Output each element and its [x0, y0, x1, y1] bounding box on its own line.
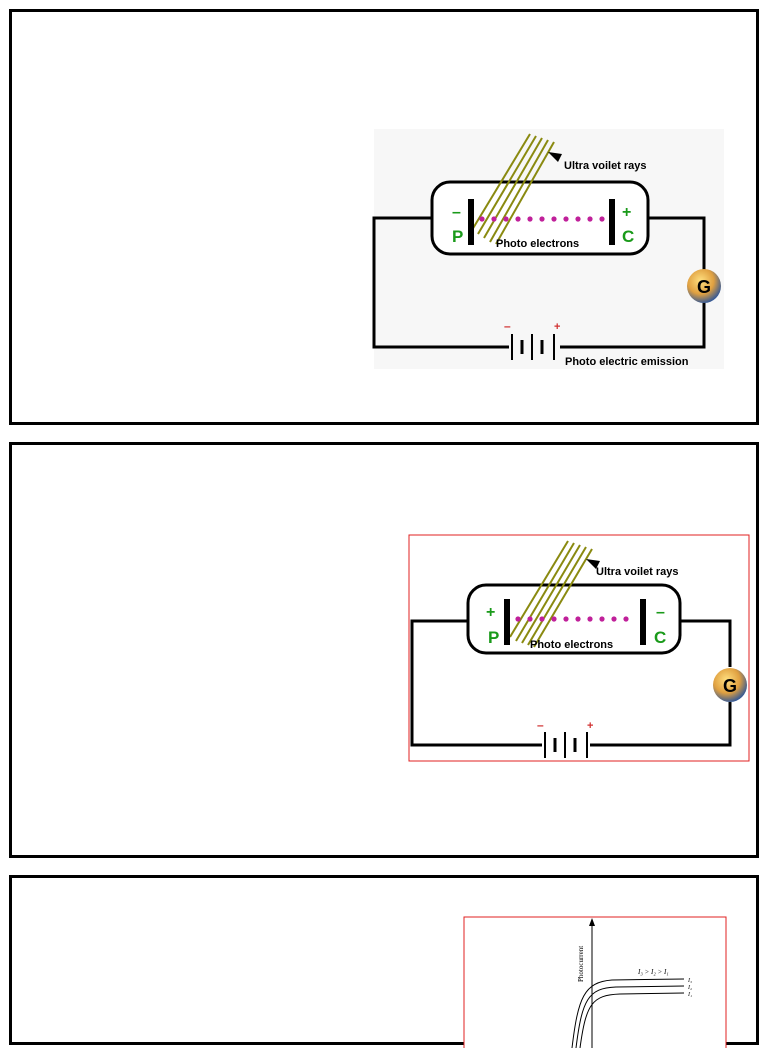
vacuum-tube — [466, 583, 682, 655]
slide-3: Photocurrent I₃ > I₂ > I₁ I₃ I₂ I₁ — [9, 875, 759, 1048]
curve-label-i1: I₁ — [687, 992, 692, 998]
rays-label: Ultra voilet rays — [596, 566, 679, 578]
circuit-wire-right-bottom — [590, 702, 732, 747]
slide-2: Ultra voilet rays + P – C Photo electron… — [9, 442, 759, 858]
battery-positive-sign: + — [554, 321, 560, 333]
photo-electrons — [515, 616, 629, 622]
battery-positive-sign: + — [587, 720, 593, 732]
plate-p-sign: + — [486, 604, 495, 621]
plate-c-label: C — [654, 628, 666, 647]
ray-arrowhead — [586, 559, 600, 569]
rays-label: Ultra voilet rays — [564, 160, 647, 172]
battery-negative-sign: – — [537, 718, 544, 732]
diagram-caption: Photo electric emission — [565, 356, 689, 368]
plate-p-label: P — [488, 628, 499, 647]
photoelectric-circuit-diagram-2: Ultra voilet rays + P – C Photo electron… — [408, 534, 750, 762]
plate-c — [640, 599, 646, 645]
galvanometer-icon — [713, 668, 747, 702]
circuit-wire-left — [372, 216, 509, 349]
electrons-label: Photo electrons — [496, 238, 579, 250]
plate-c-sign: + — [622, 204, 631, 221]
battery-icon — [511, 334, 555, 360]
slide-1: Ultra voilet rays – P + C Photo electron… — [9, 9, 759, 425]
plate-c-sign: – — [656, 604, 665, 621]
plate-p-label: P — [452, 227, 463, 246]
plate-c-label: C — [622, 227, 634, 246]
circuit-wire-right-top — [648, 216, 706, 270]
intensity-relation: I₃ > I₂ > I₁ — [637, 968, 669, 976]
galvanometer-icon — [687, 269, 721, 303]
ultraviolet-rays — [509, 540, 593, 648]
y-axis-label: Photocurrent — [577, 946, 585, 982]
curve-label-i2: I₂ — [687, 985, 692, 991]
photo-electrons — [479, 216, 605, 222]
ray-arrowhead — [548, 152, 562, 162]
circuit-wire-right-top — [680, 619, 732, 667]
battery-icon — [544, 732, 588, 758]
galvanometer-label: G — [697, 277, 711, 297]
plate-p-sign: – — [452, 204, 461, 221]
battery-negative-sign: – — [504, 319, 511, 333]
photoelectric-circuit-diagram-1: Ultra voilet rays – P + C Photo electron… — [372, 129, 724, 369]
curve-label-i3: I₃ — [687, 978, 692, 984]
plate-p — [504, 599, 510, 645]
circuit-wire-left — [410, 619, 542, 747]
y-axis-arrow — [589, 918, 595, 926]
circuit-wire-right-bottom — [560, 302, 706, 349]
plate-c — [609, 199, 615, 245]
electrons-label: Photo electrons — [530, 639, 613, 651]
graph-frame — [463, 916, 727, 1048]
photocurrent-graph: Photocurrent I₃ > I₂ > I₁ I₃ I₂ I₁ — [463, 916, 727, 1048]
galvanometer-label: G — [723, 676, 737, 696]
plate-p — [468, 199, 474, 245]
